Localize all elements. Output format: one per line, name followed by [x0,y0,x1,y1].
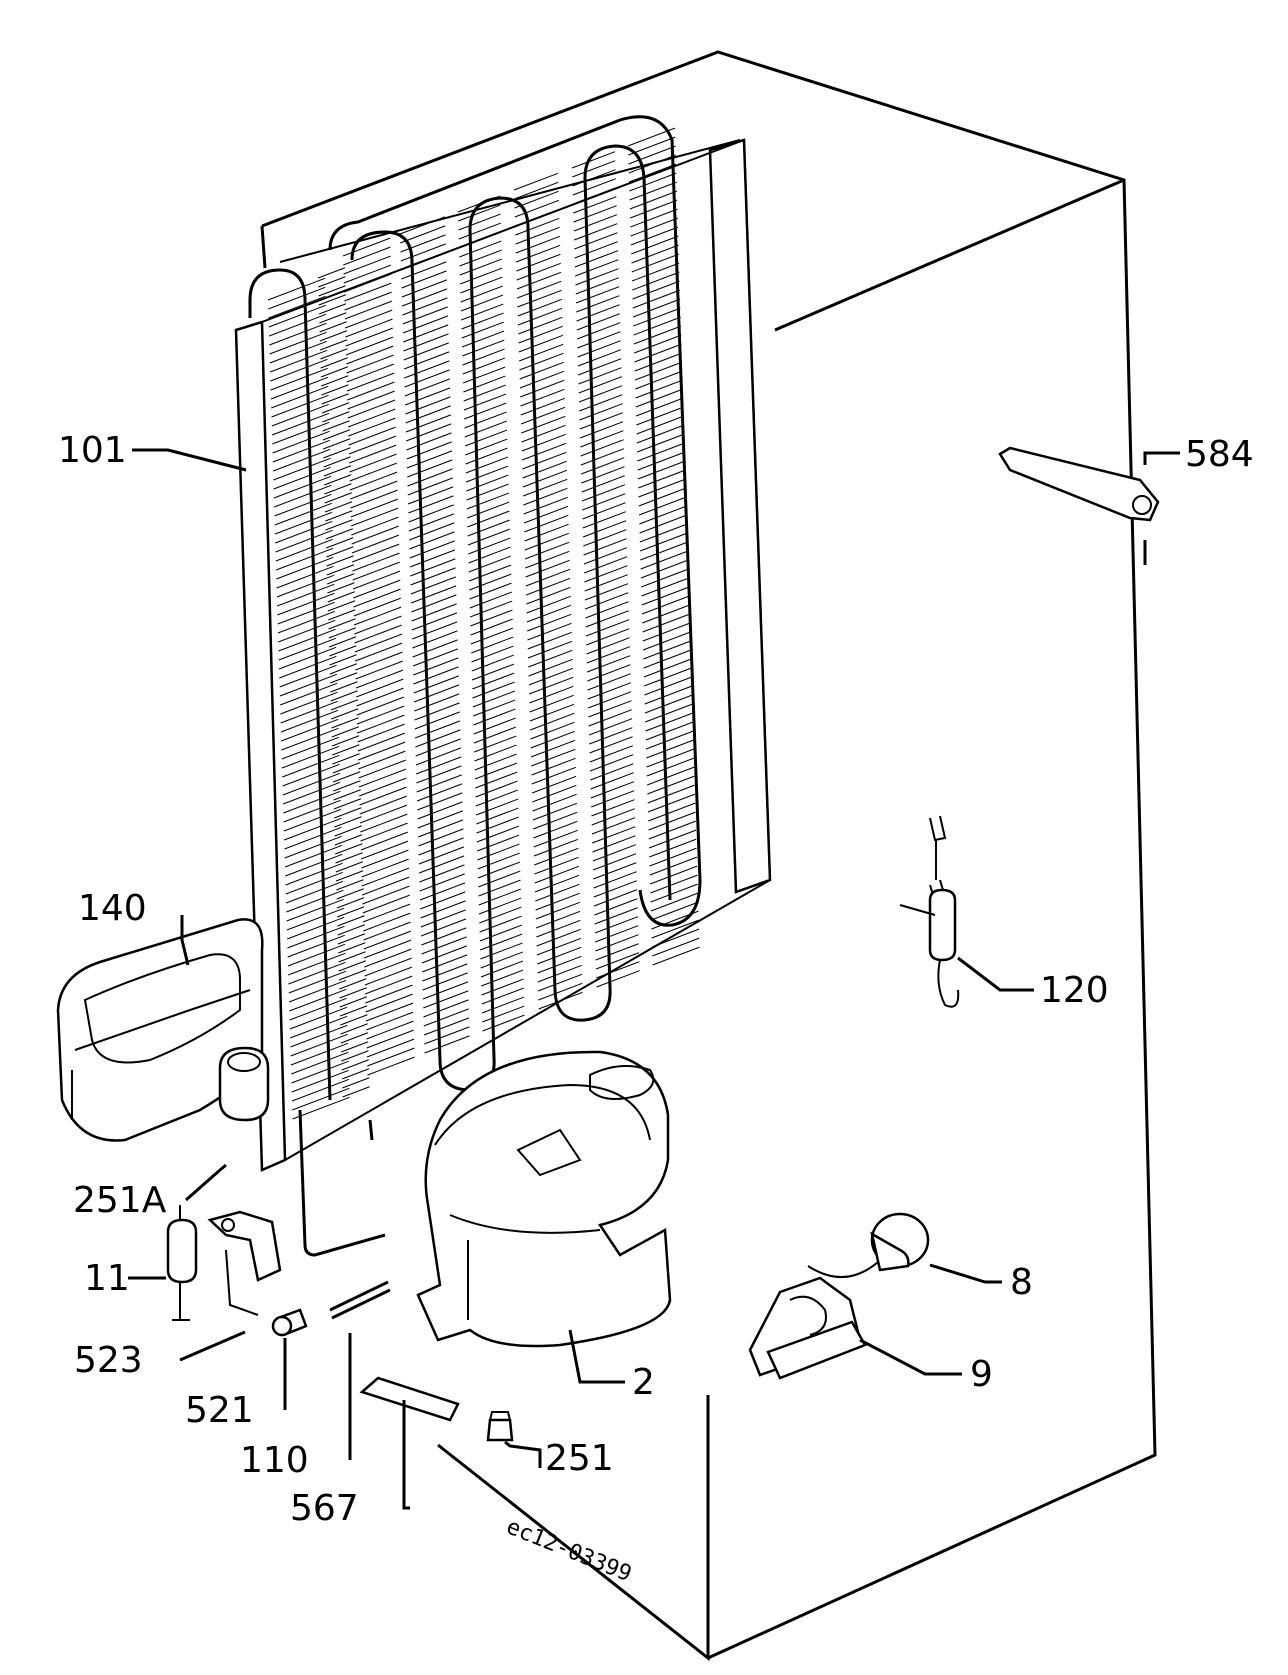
drawing-code: ec12-03399 [503,1514,635,1587]
callout-101: 101 [58,430,127,471]
capillary-tube [329,1280,391,1320]
callout-251a: 251A [73,1180,167,1221]
callout-567: 567 [290,1488,359,1529]
compressor [416,1050,672,1348]
clamp-bracket [207,1210,282,1316]
callout-251: 251 [545,1438,614,1479]
sensor [899,815,960,1008]
callout-120: 120 [1040,970,1109,1011]
callout-140: 140 [78,888,147,929]
callout-9: 9 [970,1354,993,1395]
callout-110: 110 [240,1440,309,1481]
grommet [218,1046,270,1122]
bracket [998,446,1160,522]
callout-523: 523 [74,1340,143,1381]
leader-lines [128,448,1180,1510]
start-relay [748,1276,867,1380]
callout-11: 11 [84,1258,130,1299]
condenser [234,115,772,1257]
rubber-foot [486,1411,514,1442]
callout-521: 521 [185,1390,254,1431]
valve [271,1308,308,1337]
callout-8: 8 [1010,1262,1033,1303]
callout-584: 584 [1185,434,1254,475]
overload-protector [807,1212,930,1278]
callout-2: 2 [632,1362,655,1403]
filter-drier [166,1205,198,1321]
mounting-plate [359,1376,460,1422]
